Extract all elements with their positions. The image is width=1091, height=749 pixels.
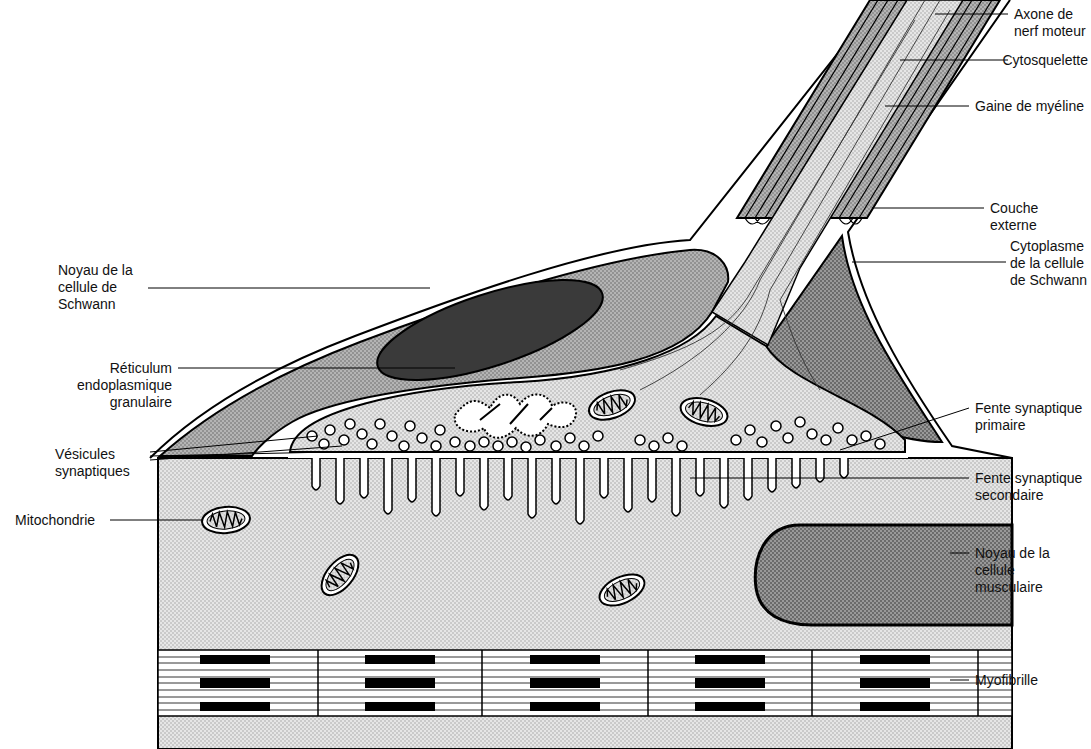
part-label: Fente synaptique primaire bbox=[975, 400, 1087, 434]
granular-er bbox=[455, 394, 576, 437]
part-label: Cytosquelette bbox=[1002, 52, 1088, 69]
part-label: Vésicules synaptiques bbox=[55, 446, 143, 480]
leader-lines bbox=[110, 14, 1008, 680]
synaptic-vesicles bbox=[307, 417, 885, 452]
part-label: Réticulum endoplasmique granulaire bbox=[50, 360, 172, 411]
part-label: Fente synaptique secondaire bbox=[975, 470, 1087, 504]
nerve-terminal bbox=[290, 316, 905, 452]
part-label: Mitochondrie bbox=[15, 512, 95, 529]
part-label: Axone de nerf moteur bbox=[1014, 6, 1088, 40]
part-label: Myofibrille bbox=[975, 672, 1038, 689]
myofibril bbox=[158, 650, 1012, 716]
muscle-nucleus bbox=[755, 525, 1012, 625]
part-label: Cytoplasme de la cellule de Schwann bbox=[1010, 238, 1088, 289]
junctional-folds bbox=[312, 456, 848, 524]
part-label: Noyau de la cellule musculaire bbox=[975, 545, 1059, 596]
part-label: Noyau de la cellule de Schwann bbox=[58, 262, 142, 313]
part-label: Gaine de myéline bbox=[975, 98, 1087, 115]
part-label: Couche externe bbox=[990, 200, 1088, 234]
